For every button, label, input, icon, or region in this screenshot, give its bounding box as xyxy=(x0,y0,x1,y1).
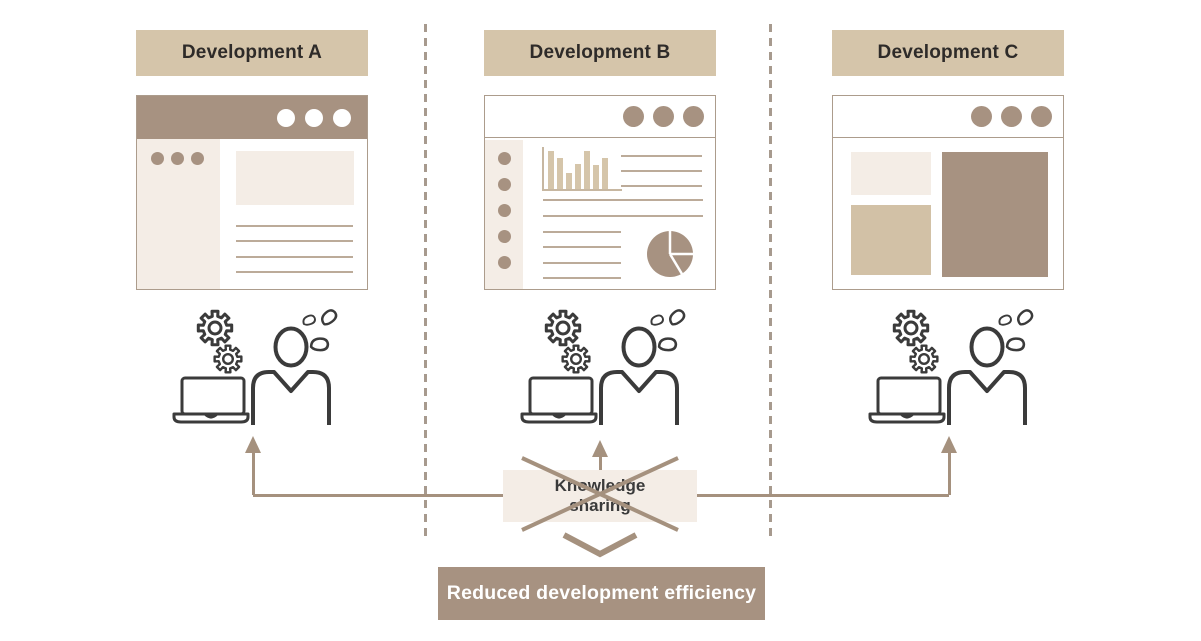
window-button-icon xyxy=(333,108,351,127)
development-b-header: Development B xyxy=(484,30,716,76)
column-separator-dashed-line xyxy=(769,24,772,540)
development-c-label: Development C xyxy=(877,42,1019,63)
result-banner: Reduced development efficiency xyxy=(438,567,765,620)
browser-c-titlebar xyxy=(833,96,1063,138)
menu-dot-icon xyxy=(151,152,164,165)
browser-b-content xyxy=(523,140,715,290)
content-placeholder-block xyxy=(236,151,354,205)
browser-window-a xyxy=(136,95,368,290)
text-placeholder-line xyxy=(621,154,702,157)
cross-out-x-icon xyxy=(521,456,679,532)
arrow-head-icon xyxy=(592,440,608,457)
arrow-head-icon xyxy=(245,436,261,453)
developer-b-icons xyxy=(516,306,688,428)
bar xyxy=(584,150,590,189)
text-placeholder-line xyxy=(543,245,621,248)
menu-dot-icon xyxy=(497,229,511,243)
image-placeholder-block xyxy=(851,151,931,195)
development-b-label: Development B xyxy=(529,42,671,63)
arrow-up-a xyxy=(252,451,255,495)
column-development-c: Development C xyxy=(832,0,1064,641)
image-placeholder-block xyxy=(942,151,1048,277)
text-placeholder-line xyxy=(621,184,702,187)
browser-b-sidebar xyxy=(485,139,523,289)
window-button-icon xyxy=(1031,106,1052,127)
window-button-icon xyxy=(653,106,674,127)
menu-dot-icon xyxy=(191,152,204,165)
browser-window-c xyxy=(832,95,1064,290)
arrow-head-icon xyxy=(941,436,957,453)
developer-a-icons xyxy=(168,306,340,428)
window-button-icon xyxy=(277,108,295,127)
bar xyxy=(557,157,563,189)
browser-a-content xyxy=(220,139,367,289)
bar xyxy=(593,164,599,189)
developer-c-icons xyxy=(864,306,1036,428)
browser-c-content xyxy=(833,140,1063,290)
window-button-icon xyxy=(971,106,992,127)
text-placeholder-line xyxy=(236,225,353,227)
chevron-down-icon xyxy=(562,532,638,558)
pie-chart-placeholder xyxy=(647,230,693,277)
development-c-header: Development C xyxy=(832,30,1064,76)
bar xyxy=(602,157,608,189)
browser-window-b xyxy=(484,95,716,290)
menu-dot-icon xyxy=(497,151,511,165)
text-placeholder-line xyxy=(543,214,703,217)
text-placeholder-line xyxy=(236,240,353,242)
bar xyxy=(548,150,554,189)
text-placeholder-line xyxy=(621,169,702,172)
menu-dot-icon xyxy=(497,255,511,269)
column-development-a: Development A xyxy=(136,0,368,641)
browser-b-titlebar xyxy=(485,96,715,138)
menu-dot-icon xyxy=(171,152,184,165)
text-placeholder-line xyxy=(543,230,621,233)
browser-a-titlebar xyxy=(137,96,367,139)
text-placeholder-line xyxy=(543,261,621,264)
result-banner-label: Reduced development efficiency xyxy=(446,582,757,604)
menu-dot-icon xyxy=(497,203,511,217)
text-placeholder-line xyxy=(236,256,353,258)
arrow-up-b xyxy=(599,455,602,471)
window-button-icon xyxy=(623,106,644,127)
bar xyxy=(575,163,581,189)
column-separator-dashed-line xyxy=(424,24,427,540)
browser-a-sidebar xyxy=(137,139,220,289)
text-placeholder-line xyxy=(543,198,703,201)
window-button-icon xyxy=(1001,106,1022,127)
bar-chart-placeholder xyxy=(542,146,622,191)
window-button-icon xyxy=(305,108,323,127)
arrow-up-c xyxy=(948,451,951,495)
knowledge-sharing-label-line1: Knowledge xyxy=(554,475,646,495)
text-placeholder-line xyxy=(236,271,353,273)
bar xyxy=(566,172,572,189)
image-placeholder-block xyxy=(851,204,931,275)
development-a-label: Development A xyxy=(181,42,323,63)
column-development-b: Development B xyxy=(484,0,716,641)
development-a-header: Development A xyxy=(136,30,368,76)
menu-dot-icon xyxy=(497,177,511,191)
text-placeholder-line xyxy=(543,276,621,279)
window-button-icon xyxy=(683,106,704,127)
